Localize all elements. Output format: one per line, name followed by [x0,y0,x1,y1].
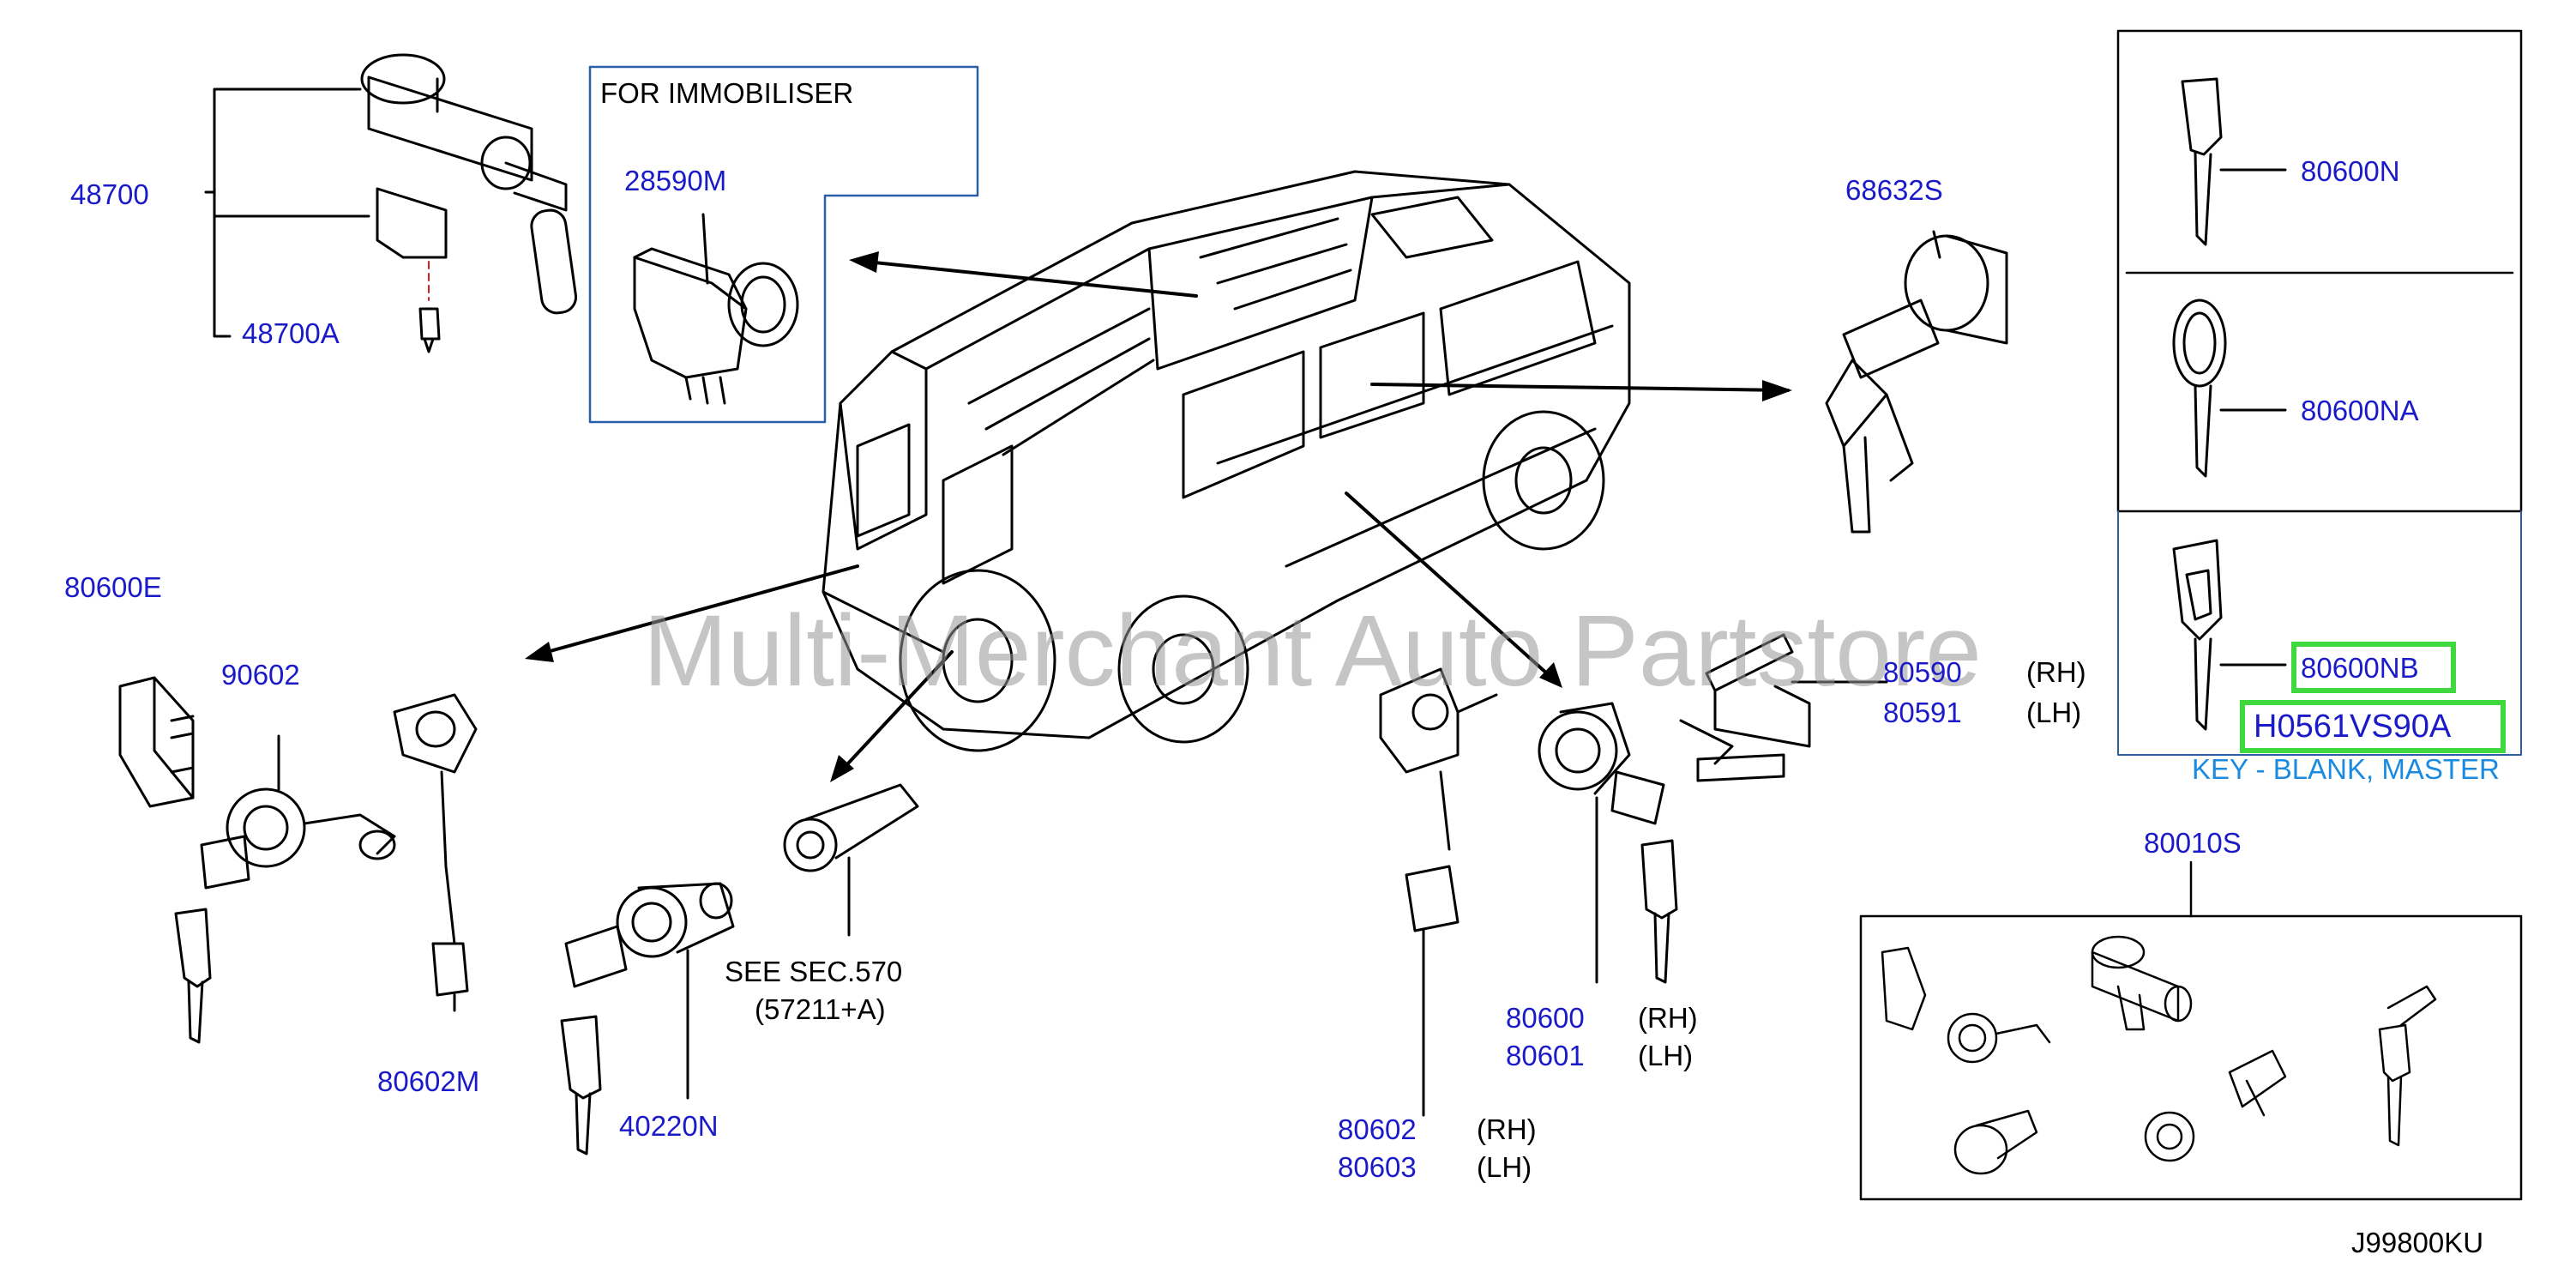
key-80600na [2172,299,2287,478]
steering-lock-assembly [360,53,578,353]
actuator-80602 [1379,667,1498,1117]
side-label-80602-rh: (RH) [1477,1113,1537,1145]
diagram-code: J99800KU [2351,1227,2484,1258]
note-see-sec570: SEE SEC.570 [725,956,903,987]
lock-40220n [560,882,735,1155]
vehicle-illustration [822,170,1631,752]
part-label-h0561vs90a[interactable]: H0561VS90A [2254,709,2452,745]
key-80600nb [2172,539,2287,731]
immobiliser-box-title: FOR IMMOBILISER [600,77,854,109]
part-label-80600nb[interactable]: 80600NB [2301,652,2419,684]
lock-80600 [1538,702,1678,984]
leader-48700 [204,87,370,338]
part-label-80591[interactable]: 80591 [1883,697,1962,728]
plunger-57211 [783,783,919,937]
side-label-80603-lh: (LH) [1477,1151,1532,1183]
part-label-80601[interactable]: 80601 [1506,1040,1585,1071]
callout-arrows [530,260,1790,778]
lock-set-68632s [1825,230,2008,534]
part-label-80600n[interactable]: 80600N [2301,155,2400,187]
part-label-28590m[interactable]: 28590M [624,165,727,196]
key-panel-outline [2116,29,2523,513]
part-label-80602[interactable]: 80602 [1338,1113,1417,1145]
part-label-40220n[interactable]: 40220N [619,1110,719,1142]
side-label-80590-rh: (RH) [2026,656,2086,688]
part-label-48700a[interactable]: 48700A [242,317,340,349]
part-label-80600e[interactable]: 80600E [64,571,162,603]
part-label-80010s[interactable]: 80010S [2144,827,2242,859]
key-80600n [2181,77,2287,246]
part-label-48700[interactable]: 48700 [70,178,149,210]
kit-components [1881,935,2437,1175]
highlight-box-80600nb [2291,642,2456,693]
highlight-box-h0561vs90a [2240,700,2506,753]
note-57211a: (57211+A) [755,993,886,1025]
part-label-80600na[interactable]: 80600NA [2301,395,2419,426]
part-label-80590[interactable]: 80590 [1883,656,1962,688]
part-label-68632s[interactable]: 68632S [1845,174,1943,206]
watermark-text: Multi-Merchant Auto Partstore [643,594,1982,708]
side-label-80591-lh: (LH) [2026,697,2082,728]
part-label-80603[interactable]: 80603 [1338,1151,1417,1183]
note-key-blank-master: KEY - BLANK, MASTER [2192,753,2500,785]
side-label-80600-rh: (RH) [1638,1002,1698,1034]
part-label-80600[interactable]: 80600 [1506,1002,1585,1034]
side-label-80601-lh: (LH) [1638,1040,1694,1071]
latch-80590 [1679,633,1888,782]
immobiliser-antenna [633,213,799,405]
part-label-90602[interactable]: 90602 [221,659,300,691]
lock-assembly-left [118,676,478,1044]
immobiliser-box-outline [588,65,979,424]
part-label-80602m[interactable]: 80602M [377,1065,480,1097]
